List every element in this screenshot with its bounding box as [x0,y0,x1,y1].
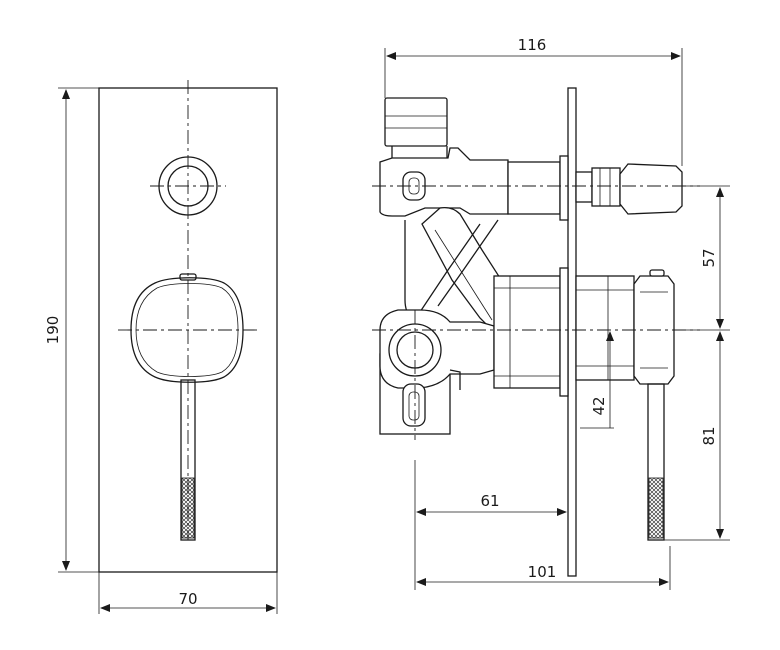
spindle-collar [575,171,593,203]
front-view: 190 70 [44,80,278,614]
lever-arm [180,379,196,541]
upper-pipe [507,161,561,215]
vertical-pipe-left [404,220,413,321]
dim-body-depth: 61 [480,492,499,510]
dim-front-height: 190 [44,316,62,345]
dim-front-width: 70 [178,590,197,608]
side-view: 116 57 81 42 61 101 [372,36,730,590]
cartridge-shell [493,275,561,389]
dim-lever-drop: 81 [700,426,718,445]
upper-flange [559,155,569,221]
lever-arm-side [647,383,665,541]
lower-slot [402,383,426,427]
lever-grip-side [648,477,664,539]
dim-spout-centre: 42 [590,396,608,415]
lever-top-cap [179,273,197,281]
diverter-handle-side [619,163,683,215]
cross-pipe [419,223,481,313]
upper-body [379,147,509,217]
dim-side-total-width: 116 [518,36,547,54]
wall-plate-side [567,87,577,577]
cartridge-stem [575,275,635,381]
dim-plate-depth: 101 [528,563,557,581]
dim-handle-offset: 57 [700,248,718,267]
upper-knob-cap [384,97,448,147]
spindle [591,167,621,207]
lever-knurled-grip [181,477,195,539]
cartridge-flange [559,267,569,397]
